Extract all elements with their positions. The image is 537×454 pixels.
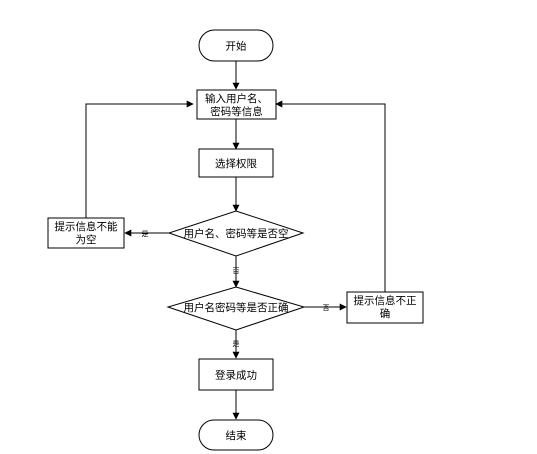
input-credentials-label-line2: 密码等信息 bbox=[210, 105, 263, 118]
warn-empty-node: 提示信息不能 为空 bbox=[47, 217, 125, 249]
end-label: 结束 bbox=[226, 429, 247, 442]
start-label: 开始 bbox=[226, 40, 247, 53]
start-node: 开始 bbox=[198, 29, 274, 62]
login-success-node: 登录成功 bbox=[198, 358, 274, 391]
check-correct-label: 用户名密码等是否正确 bbox=[184, 301, 289, 314]
end-node: 结束 bbox=[198, 419, 274, 451]
check-correct-decision: 用户名密码等是否正确 bbox=[166, 286, 306, 331]
check-empty-decision: 用户名、密码等是否空 bbox=[167, 210, 305, 257]
edge-label-correct-no: 否 bbox=[323, 304, 330, 312]
warn-incorrect-node: 提示信息不正 确 bbox=[346, 291, 424, 324]
warn-incorrect-label-line2: 确 bbox=[380, 307, 391, 320]
edge-label-empty-yes: 是 bbox=[142, 230, 149, 238]
edge-warn-empty-back-to-input bbox=[85, 100, 194, 218]
input-credentials-node: 输入用户名、 密码等信息 bbox=[196, 89, 277, 120]
select-permission-label: 选择权限 bbox=[215, 157, 257, 170]
warn-empty-label-line2: 为空 bbox=[76, 233, 97, 246]
warn-empty-label-line1: 提示信息不能 bbox=[55, 220, 118, 233]
edge-label-empty-no: 否 bbox=[233, 267, 240, 275]
edge-warn-incorrect-back-to-input bbox=[275, 100, 386, 292]
warn-incorrect-label-line1: 提示信息不正 bbox=[354, 294, 417, 307]
input-credentials-label-line1: 输入用户名、 bbox=[205, 92, 268, 105]
check-empty-label: 用户名、密码等是否空 bbox=[184, 227, 289, 240]
edge-label-correct-yes: 是 bbox=[233, 340, 240, 348]
login-success-label: 登录成功 bbox=[215, 369, 257, 382]
select-permission-node: 选择权限 bbox=[198, 148, 274, 178]
